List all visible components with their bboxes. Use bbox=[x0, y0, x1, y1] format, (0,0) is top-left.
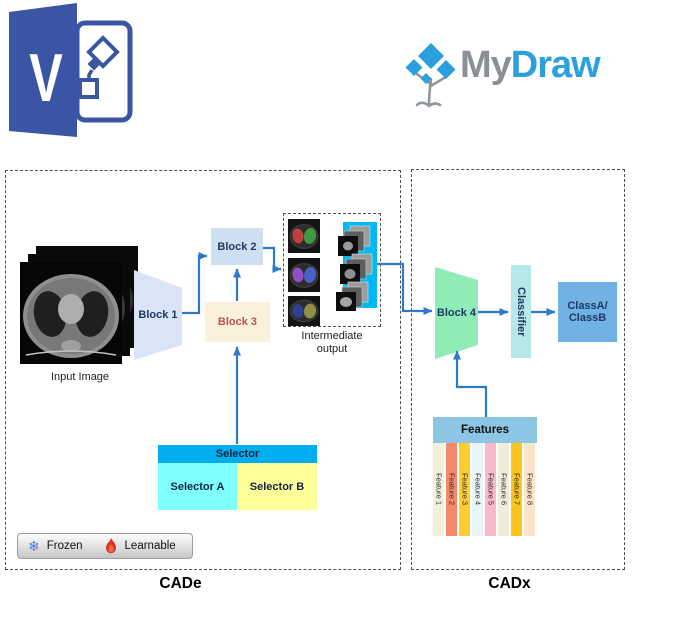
intermediate-output-box bbox=[283, 213, 381, 327]
mydraw-tree-icon bbox=[405, 43, 456, 108]
cade-panel-label: CADe bbox=[159, 575, 202, 592]
visio-small-diamond-icon bbox=[87, 57, 101, 71]
intermediate-output-caption: Intermediate output bbox=[283, 330, 381, 356]
mydraw-word-draw: Draw bbox=[510, 44, 601, 86]
mydraw-logo: MyDraw bbox=[398, 32, 638, 110]
tree-trunk bbox=[414, 71, 449, 108]
visio-diamond-icon bbox=[86, 35, 120, 69]
snowflake-icon: ❄ bbox=[28, 537, 40, 554]
feature-column-5: Feature 5 bbox=[485, 443, 496, 536]
features-header: Features bbox=[433, 417, 537, 443]
feature-column-7: Feature 7 bbox=[511, 443, 522, 536]
output-class-block: ClassA/ ClassB bbox=[558, 282, 617, 342]
block1-label: Block 1 bbox=[138, 309, 178, 321]
segmented-slice-3 bbox=[288, 296, 320, 326]
flame-icon bbox=[104, 538, 118, 554]
frozen-label: Frozen bbox=[46, 540, 83, 552]
output-class-line1: ClassA/ bbox=[567, 300, 608, 312]
block2: Block 2 bbox=[211, 228, 263, 265]
mydraw-wordmark: MyDraw bbox=[460, 44, 601, 86]
visio-letter: V bbox=[29, 40, 63, 116]
input-image-caption: Input Image bbox=[50, 371, 110, 383]
mydraw-word-my: My bbox=[460, 44, 512, 86]
selector-option-a: Selector A bbox=[158, 463, 237, 510]
segmented-slice-1 bbox=[288, 219, 320, 253]
input-image-stack bbox=[20, 246, 140, 366]
tree-diamond-small bbox=[420, 73, 432, 84]
visio-logo: V bbox=[9, 3, 133, 137]
selector-table: Selector Selector A Selector B bbox=[158, 445, 317, 510]
feature-column-4: Feature 4 bbox=[472, 443, 483, 536]
feature-column-3: Feature 3 bbox=[459, 443, 470, 536]
feature-column-1: Feature 1 bbox=[433, 443, 444, 536]
feature-column-8: Feature 8 bbox=[524, 443, 535, 536]
selector-option-b: Selector B bbox=[237, 463, 317, 510]
ct-slice-front bbox=[20, 262, 122, 364]
block4-shape bbox=[435, 267, 478, 359]
feature-column-2: Feature 2 bbox=[446, 443, 457, 536]
segmented-slice-2 bbox=[288, 258, 320, 292]
visio-flag-shape bbox=[9, 3, 77, 137]
block3: Block 3 bbox=[205, 302, 270, 342]
classifier-label: Classifier bbox=[515, 286, 527, 337]
selector-header: Selector bbox=[158, 445, 317, 463]
tree-diamond-left bbox=[405, 59, 423, 76]
output-class-line2: ClassB bbox=[568, 312, 607, 324]
nodule-crop-stacks bbox=[336, 225, 373, 311]
intermediate-caption-line2: output bbox=[316, 343, 348, 356]
cadx-panel-label: CADx bbox=[488, 575, 531, 592]
tree-diamond-right bbox=[436, 60, 456, 79]
intermediate-caption-line1: Intermediate bbox=[301, 330, 363, 342]
features-columns: Feature 1 Feature 2 Feature 3 Feature 4 … bbox=[433, 443, 535, 536]
block1-shape bbox=[134, 270, 182, 360]
block4-label: Block 4 bbox=[436, 307, 477, 319]
legend: ❄ Frozen Learnable bbox=[17, 533, 193, 559]
feature-column-6: Feature 6 bbox=[498, 443, 509, 536]
tree-diamond-large bbox=[418, 43, 444, 69]
learnable-label: Learnable bbox=[124, 540, 176, 552]
classifier-block: Classifier bbox=[511, 265, 531, 358]
visio-square-icon bbox=[78, 78, 99, 99]
